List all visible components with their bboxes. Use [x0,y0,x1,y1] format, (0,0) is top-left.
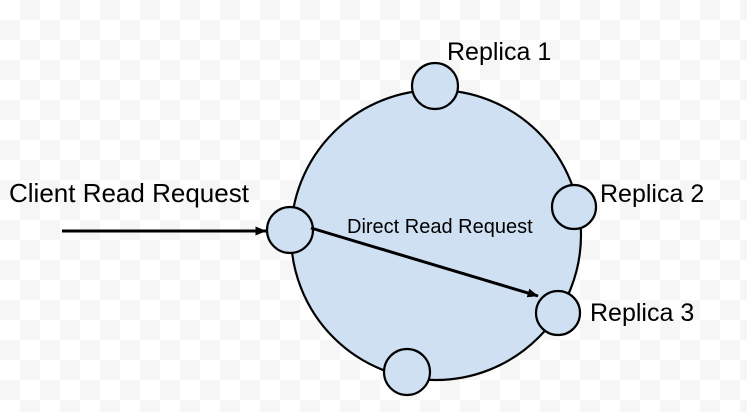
node-replica-1[interactable] [410,61,460,111]
node-coordinator[interactable] [265,205,315,255]
node-replica-2[interactable] [550,183,598,231]
node-bottom[interactable] [382,347,432,397]
node-replica-3[interactable] [534,289,582,337]
label-replica-1: Replica 1 [447,38,552,66]
arrow-direct-read-request [310,226,539,298]
label-direct-read-request: Direct Read Request [347,216,533,238]
label-client-read-request: Client Read Request [9,178,249,208]
label-replica-3: Replica 3 [590,299,695,327]
label-replica-2: Replica 2 [600,180,705,208]
